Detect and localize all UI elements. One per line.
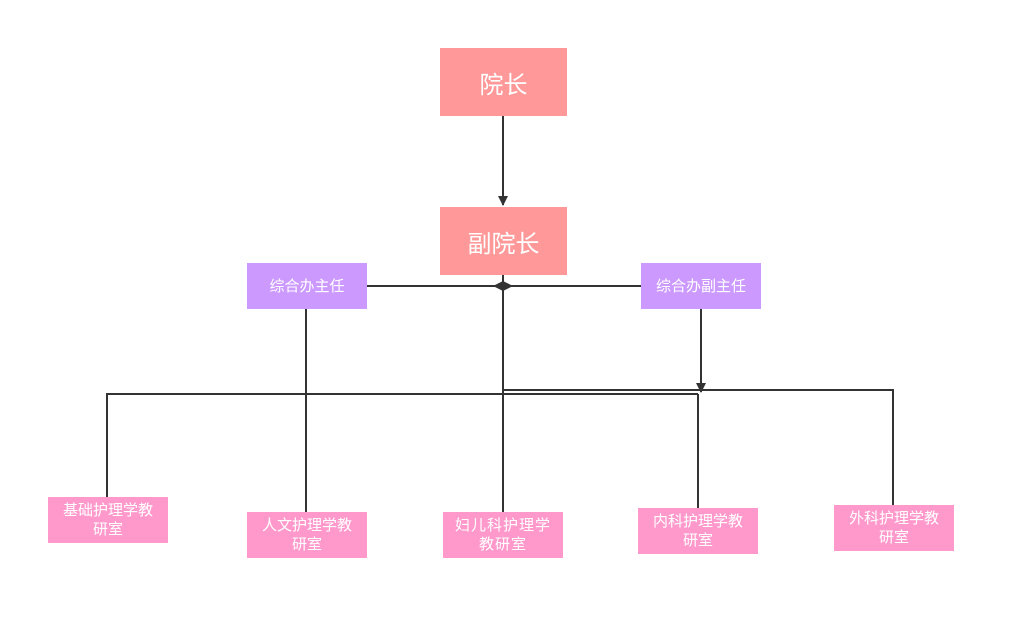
- node-office-deputy-director-label: 综合办副主任: [656, 277, 747, 295]
- node-dept-women-children: 妇儿科护理学 教研室: [443, 512, 563, 558]
- node-office-director-label: 综合办主任: [269, 277, 345, 295]
- node-dept-internal: 内科护理学教研室: [638, 508, 758, 554]
- node-dept-surgical-label: 外科护理学教研室: [848, 509, 939, 546]
- node-dept-basic-label: 基础护理学教研室: [62, 501, 153, 538]
- node-dept-humanities-label: 人文护理学教研室: [261, 516, 352, 553]
- node-dept-basic: 基础护理学教研室: [48, 497, 168, 543]
- connector-bus-lower: [106, 309, 307, 497]
- node-vice-dean: 副院长: [440, 207, 567, 275]
- connector-bus-upper: [503, 389, 894, 505]
- node-dept-surgical: 外科护理学教研室: [834, 505, 954, 551]
- node-dept-women-children-label: 妇儿科护理学 教研室: [454, 516, 551, 553]
- node-dept-humanities: 人文护理学教研室: [247, 512, 367, 558]
- node-office-director: 综合办主任: [247, 263, 367, 309]
- node-vice-dean-label: 副院长: [467, 229, 540, 258]
- node-dean: 院长: [440, 48, 567, 116]
- node-office-deputy-director: 综合办副主任: [641, 263, 761, 309]
- node-dean-label: 院长: [479, 70, 528, 99]
- node-dept-internal-label: 内科护理学教研室: [652, 512, 743, 549]
